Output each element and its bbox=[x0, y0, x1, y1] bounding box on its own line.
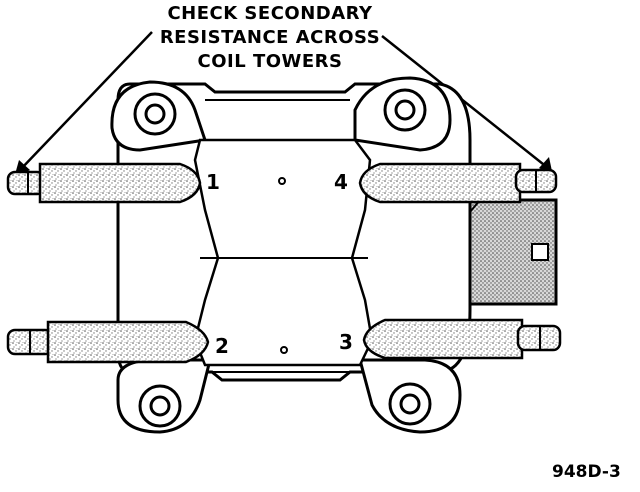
center-screw-upper bbox=[278, 177, 286, 185]
mount-hole-bottom-right bbox=[388, 382, 432, 426]
coil-tower-1 bbox=[6, 162, 202, 204]
coil-tower-2 bbox=[6, 320, 210, 364]
tower-label-4: 4 bbox=[334, 170, 348, 194]
caption-line-3: COIL TOWERS bbox=[197, 51, 343, 72]
center-screw-lower bbox=[280, 346, 288, 354]
caption-line-1: CHECK SECONDARY bbox=[167, 3, 373, 24]
figure-id: 948D-3 bbox=[552, 462, 621, 482]
coil-tower-3 bbox=[362, 318, 562, 360]
coil-tower-4 bbox=[358, 162, 558, 204]
caption-line-2: RESISTANCE ACROSS bbox=[159, 27, 381, 48]
mount-hole-top-right bbox=[383, 88, 427, 132]
pointer-arrow-right bbox=[381, 35, 549, 169]
mount-hole-bottom-left bbox=[138, 384, 182, 428]
tower-label-1: 1 bbox=[206, 170, 220, 194]
tower-label-3: 3 bbox=[339, 330, 353, 354]
pointer-arrow-left bbox=[19, 31, 153, 171]
tower-label-2: 2 bbox=[215, 334, 229, 358]
connector-latch bbox=[531, 243, 549, 261]
mount-hole-top-left bbox=[133, 92, 177, 136]
